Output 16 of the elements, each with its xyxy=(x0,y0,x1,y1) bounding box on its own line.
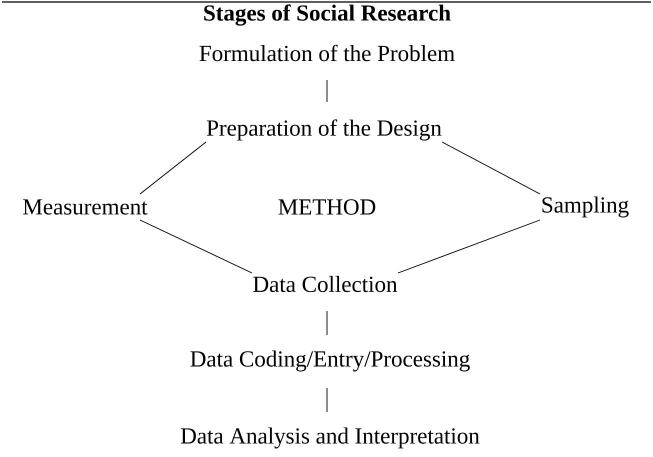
title: Stages of Social Research xyxy=(204,4,451,26)
connector-line xyxy=(140,220,252,274)
connector-line xyxy=(140,142,206,194)
stage-text: Data Analysis and Interpretation xyxy=(180,428,480,448)
connector-line xyxy=(442,142,540,194)
connector-line xyxy=(326,388,328,412)
stage-text: Data Coding/Entry/Processing xyxy=(190,350,470,372)
method-label: METHOD xyxy=(278,199,376,215)
connector-line xyxy=(398,220,540,274)
stage-text: Measurement xyxy=(23,199,148,215)
connector-line xyxy=(326,80,328,102)
stage-text: Data Collection xyxy=(253,276,398,292)
stage-text: Preparation of the Design xyxy=(206,119,442,141)
stage-text: Sampling xyxy=(542,196,629,218)
connector-line xyxy=(326,310,328,336)
stage-text: Formulation of the Problem xyxy=(200,44,455,62)
